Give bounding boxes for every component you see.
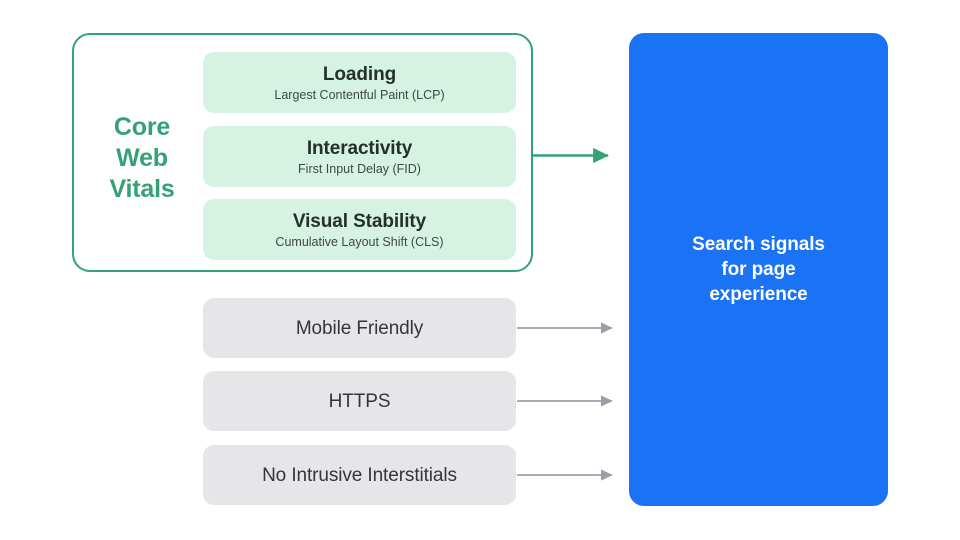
core-web-vitals-label: Core Web Vitals bbox=[96, 112, 188, 205]
vital-card-loading[interactable]: Loading Largest Contentful Paint (LCP) bbox=[203, 52, 516, 113]
search-signals-destination-box[interactable]: Search signals for page experience bbox=[629, 33, 888, 506]
vital-card-subtitle: Cumulative Layout Shift (CLS) bbox=[275, 234, 444, 249]
vital-card-subtitle: Largest Contentful Paint (LCP) bbox=[274, 87, 445, 102]
destination-line-3: experience bbox=[709, 284, 808, 305]
vital-card-title: Visual Stability bbox=[292, 210, 427, 232]
core-web-vitals-label-line-2: Web bbox=[116, 144, 168, 172]
destination-line-2: for page bbox=[721, 259, 796, 280]
search-signals-destination-label: Search signals for page experience bbox=[692, 232, 825, 307]
core-web-vitals-label-line-1: Core bbox=[113, 113, 171, 141]
core-web-vitals-label-line-3: Vitals bbox=[109, 175, 175, 203]
vital-card-subtitle: First Input Delay (FID) bbox=[298, 161, 421, 176]
vital-card-interactivity[interactable]: Interactivity First Input Delay (FID) bbox=[203, 126, 516, 187]
signal-box-label: No Intrusive Interstitials bbox=[262, 464, 457, 486]
vital-card-title: Interactivity bbox=[306, 137, 413, 159]
vital-card-title: Loading bbox=[322, 63, 397, 85]
destination-line-1: Search signals bbox=[692, 234, 825, 255]
signal-box-label: HTTPS bbox=[328, 390, 391, 412]
signal-box-mobile-friendly[interactable]: Mobile Friendly bbox=[203, 298, 516, 358]
signal-box-label: Mobile Friendly bbox=[295, 317, 424, 339]
vital-card-visual-stability[interactable]: Visual Stability Cumulative Layout Shift… bbox=[203, 199, 516, 260]
signal-box-no-intrusive-interstitials[interactable]: No Intrusive Interstitials bbox=[203, 445, 516, 505]
signal-box-https[interactable]: HTTPS bbox=[203, 371, 516, 431]
